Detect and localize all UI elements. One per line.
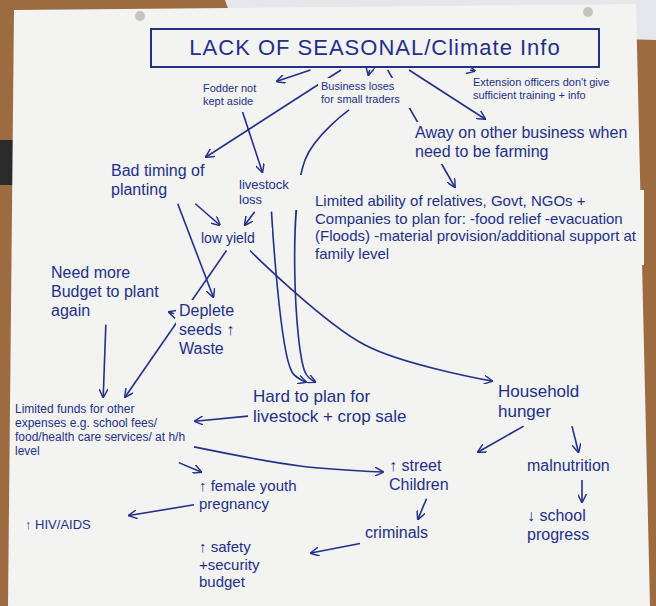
connector-arrow [418, 499, 426, 519]
connector-arrow [478, 426, 524, 452]
connector-arrow [245, 212, 255, 225]
node-text: livestock loss [239, 177, 299, 208]
root-problem-box: LACK OF SEASONAL/Climate Info [150, 28, 600, 68]
node-text: ↑ safety +security budget [199, 538, 305, 591]
cause-effect-node: malnutrition [524, 455, 640, 478]
cause-effect-node: ↑ female youth pregnancy [196, 475, 314, 514]
cause-effect-node: ↑ HIV/AIDS [22, 515, 126, 534]
cause-effect-node: Business loses for small traders [318, 78, 410, 108]
node-text: Extension officers don't give sufficient… [473, 76, 632, 102]
node-text: Away on other business when need to be f… [415, 124, 629, 162]
connector-arrow [250, 251, 492, 382]
node-text: Household hunger [498, 382, 634, 422]
node-text: low yield [201, 230, 269, 247]
cause-effect-node: ↓ school progress [524, 505, 640, 547]
node-text: ↑ female youth pregnancy [199, 477, 311, 512]
node-text: Bad timing of planting [111, 162, 227, 200]
connector-arrow [470, 70, 475, 71]
connector-arrow [129, 505, 194, 516]
cause-effect-node: Away on other business when need to be f… [412, 122, 632, 164]
cause-effect-node: Extension officers don't give sufficient… [470, 74, 635, 104]
connector-arrow [581, 480, 583, 502]
node-text: Limited ability of relatives, Govt, NGOs… [315, 192, 641, 263]
cause-effect-node: ↑ safety +security budget [196, 536, 308, 593]
node-text: ↓ school progress [527, 507, 637, 545]
node-text: malnutrition [527, 457, 637, 476]
cause-effect-node: ↑ street Children [386, 455, 486, 497]
cause-effect-node: Need more Budget to plant again [48, 262, 166, 323]
node-text: Business loses for small traders [321, 80, 407, 106]
cause-effect-node: Hard to plan for livestock + crop sale [250, 385, 432, 429]
cause-effect-node: livestock loss [236, 175, 302, 210]
node-text: criminals [365, 524, 459, 543]
cause-effect-node: Limited funds for other expenses e.g. sc… [12, 400, 192, 461]
connector-arrow [195, 204, 219, 225]
node-text: ↑ HIV/AIDS [25, 517, 123, 532]
node-text: Deplete seeds ↑ Waste [179, 302, 273, 359]
connector-arrow [194, 447, 383, 472]
connector-arrow [169, 312, 174, 314]
node-text: Fodder not kept aside [203, 82, 271, 108]
cause-effect-node: Limited ability of relatives, Govt, NGOs… [312, 190, 644, 265]
cause-effect-node: Bad timing of planting [108, 160, 230, 202]
connector-arrow [572, 426, 578, 452]
cause-effect-node: low yield [198, 228, 272, 249]
node-text: ↑ street Children [389, 457, 483, 495]
connector-arrow [195, 416, 248, 421]
connector-arrow [179, 463, 201, 472]
cause-effect-node: criminals [362, 522, 462, 545]
connector-arrow [243, 112, 263, 172]
connector-arrow [271, 212, 306, 382]
flipchart-paper [8, 4, 650, 606]
connector-arrow [311, 544, 360, 554]
cause-effect-node: Fodder not kept aside [200, 80, 274, 110]
node-text: LACK OF SEASONAL/Climate Info [162, 35, 588, 61]
node-text: Hard to plan for livestock + crop sale [253, 387, 429, 427]
object-edge [0, 140, 14, 185]
connector-arrow [178, 204, 214, 297]
node-text: Limited funds for other expenses e.g. sc… [15, 402, 189, 459]
node-text: Need more Budget to plant again [51, 264, 163, 321]
paper-hole [583, 7, 593, 17]
cause-effect-node: Deplete seeds ↑ Waste [176, 300, 276, 361]
paper-hole [135, 11, 145, 21]
connector-arrow [277, 70, 310, 81]
connector-arrow [368, 70, 369, 75]
connector-arrow [103, 325, 106, 397]
cause-effect-node: Household hunger [495, 380, 637, 424]
